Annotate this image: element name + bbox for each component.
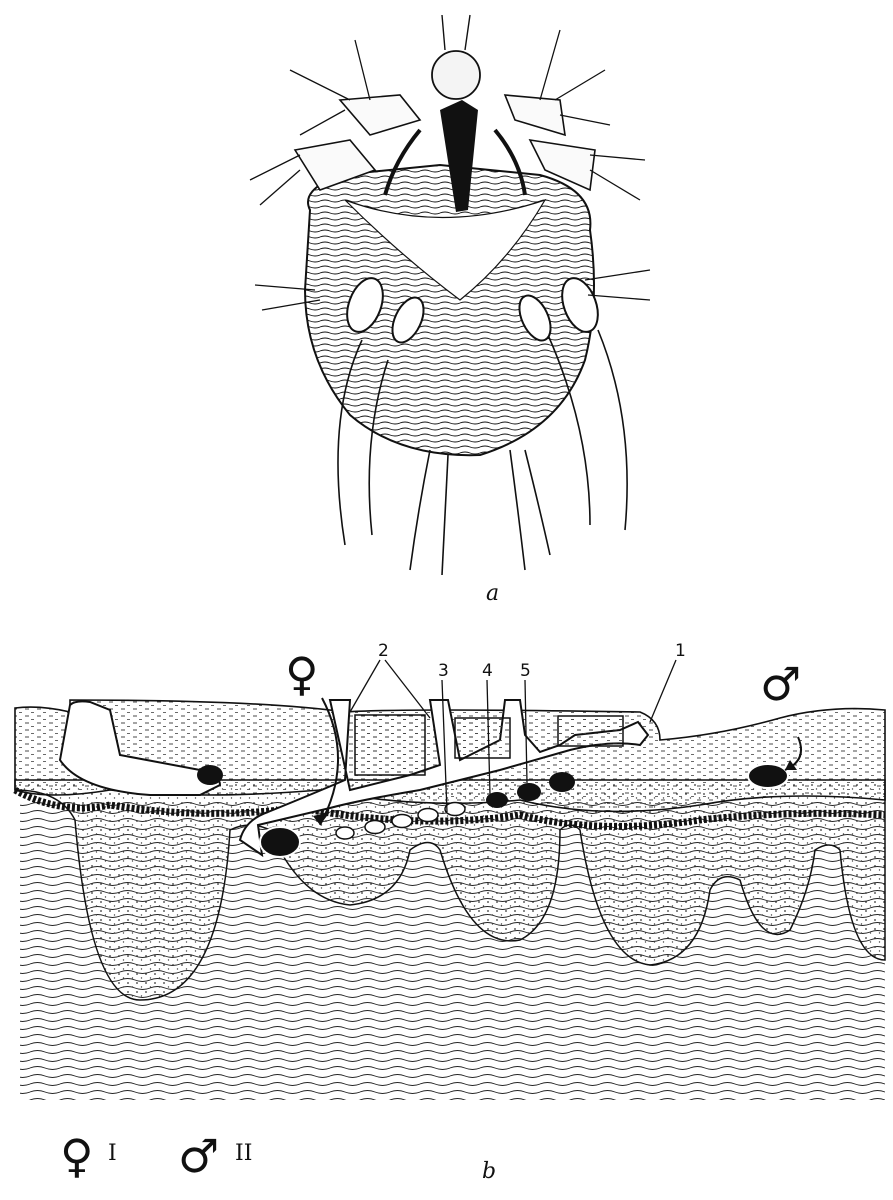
label-5: 5 (520, 661, 531, 681)
label-4: 4 (482, 661, 493, 681)
skin-section-illustration (15, 660, 885, 1100)
legend-male-numeral: II (235, 1141, 252, 1166)
caption-b: b (482, 1159, 496, 1184)
mite-illustration (250, 15, 650, 575)
male-symbol: ♂ (760, 657, 801, 711)
female-symbol: ♀ (285, 647, 319, 701)
legend-male-symbol: ♂ (178, 1129, 219, 1183)
label-1: 1 (675, 641, 686, 661)
label-3: 3 (438, 661, 449, 681)
caption-a: a (486, 581, 499, 606)
legend-female-symbol: ♀ (60, 1129, 94, 1183)
label-2: 2 (378, 641, 389, 661)
legend: ♀ I ♂ II (60, 1129, 252, 1183)
legend-female-numeral: I (108, 1141, 117, 1166)
